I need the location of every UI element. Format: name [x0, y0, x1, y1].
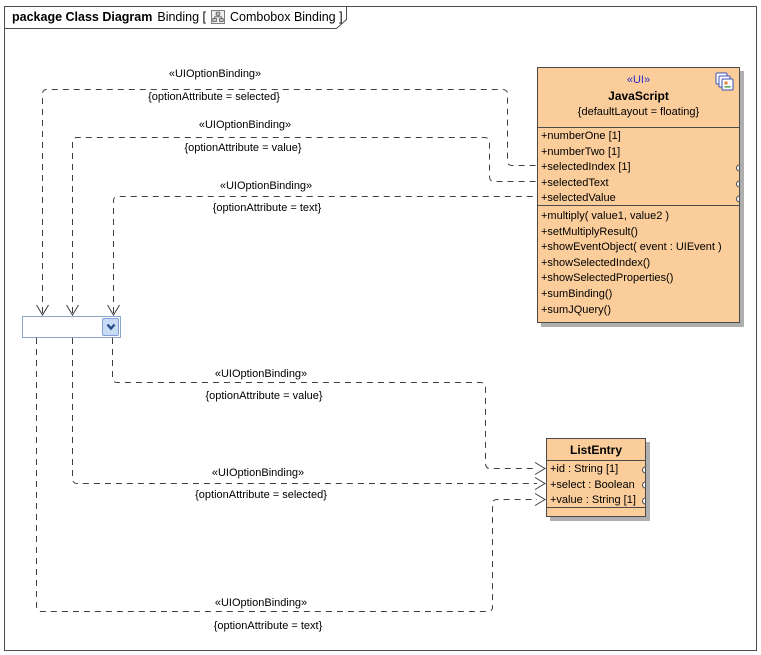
binding-port-icon — [642, 481, 645, 489]
class-listentry-name: ListEntry — [569, 443, 622, 457]
class-javascript-attributes: +numberOne [1] +numberTwo [1] +selectedI… — [538, 128, 739, 206]
connector-1-stereotype[interactable]: «UIOptionBinding» — [168, 68, 262, 80]
class-listentry-empty-compartment — [547, 508, 645, 515]
binding-port-icon — [736, 195, 739, 203]
attribute-row[interactable]: +numberTwo [1] — [541, 145, 621, 158]
chevron-down-icon — [106, 323, 115, 331]
class-javascript-header[interactable]: «UI» JavaScript {defaultLayout = floatin… — [538, 68, 739, 128]
connector-4-constraint[interactable]: {optionAttribute = value} — [205, 390, 323, 402]
operation-row[interactable]: +multiply( value1, value2 ) — [541, 210, 670, 222]
connector-2-stereotype[interactable]: «UIOptionBinding» — [198, 119, 292, 131]
class-javascript[interactable]: «UI» JavaScript {defaultLayout = floatin… — [537, 67, 740, 323]
connector-2-arrowhead-down-icon — [66, 304, 79, 316]
class-javascript-stereotype: «UI» — [626, 74, 651, 86]
attribute-row[interactable]: +value : String [1] — [547, 493, 645, 509]
attribute-row[interactable]: +selectedIndex [1] — [538, 160, 739, 176]
class-javascript-tagged-values: {defaultLayout = floating} — [577, 106, 700, 118]
connector-3-constraint[interactable]: {optionAttribute = text} — [212, 202, 322, 214]
connector-6-constraint[interactable]: {optionAttribute = text} — [213, 620, 323, 632]
diagram-tab-keyword: package Class Diagram — [12, 10, 153, 24]
diagram-tab-title: package Class Diagram Binding [ Combobox… — [12, 9, 343, 25]
operation-row[interactable]: +sumBinding() — [541, 287, 613, 300]
attribute-row[interactable]: +selectedValue — [538, 191, 739, 207]
connector-uioptionbinding-4[interactable] — [112, 338, 538, 469]
connector-5-constraint[interactable]: {optionAttribute = selected} — [195, 489, 327, 501]
copies-stack-icon — [715, 72, 734, 91]
connector-uioptionbinding-2[interactable] — [72, 137, 538, 314]
operation-row[interactable]: +sumJQuery() — [541, 303, 611, 316]
diagram-frame-tab — [4, 6, 347, 29]
connector-6-arrowhead-right-icon — [534, 493, 546, 506]
diagram-tab-name: Combobox Binding ] — [230, 10, 343, 24]
class-diagram-icon — [211, 10, 226, 24]
connector-3-arrowhead-down-icon — [107, 304, 120, 316]
class-javascript-name: JavaScript — [608, 89, 669, 103]
connector-6-stereotype[interactable]: «UIOptionBinding» — [214, 597, 308, 609]
binding-port-icon — [642, 466, 645, 474]
connector-4-arrowhead-right-icon — [534, 462, 546, 475]
attribute-row[interactable]: +selectedText — [538, 176, 739, 192]
attribute-row[interactable]: +select : Boolean — [547, 478, 645, 494]
connector-uioptionbinding-5[interactable] — [72, 338, 538, 484]
operation-row[interactable]: +showSelectedProperties() — [541, 272, 674, 285]
connector-5-arrowhead-right-icon — [534, 477, 546, 490]
binding-port-icon — [736, 164, 739, 172]
binding-port-icon — [642, 497, 645, 505]
connector-uioptionbinding-6[interactable] — [36, 338, 538, 612]
connector-5-stereotype[interactable]: «UIOptionBinding» — [211, 467, 305, 479]
connector-1-arrowhead-down-icon — [36, 304, 49, 316]
operation-row[interactable]: +setMultiplyResult() — [541, 225, 638, 238]
binding-port-icon — [736, 180, 739, 188]
combobox-widget[interactable] — [22, 316, 121, 338]
diagram-frame — [4, 6, 757, 651]
attribute-row[interactable]: +id : String [1] — [547, 462, 645, 478]
operation-row[interactable]: +showSelectedIndex() — [541, 256, 651, 269]
class-listentry-header[interactable]: ListEntry — [547, 439, 645, 461]
diagram-tab-context: Binding [ — [157, 10, 207, 24]
attribute-row[interactable]: +numberOne [1] — [541, 130, 621, 142]
class-listentry-attributes: +id : String [1] +select : Boolean +valu… — [547, 461, 645, 508]
combobox-dropdown-button[interactable] — [102, 318, 119, 336]
connector-3-stereotype[interactable]: «UIOptionBinding» — [219, 180, 313, 192]
connector-1-constraint[interactable]: {optionAttribute = selected} — [148, 91, 280, 103]
connector-2-constraint[interactable]: {optionAttribute = value} — [184, 142, 302, 154]
connector-uioptionbinding-1[interactable] — [42, 89, 538, 314]
class-listentry[interactable]: ListEntry +id : String [1] +select : Boo… — [546, 438, 646, 517]
operation-row[interactable]: +showEventObject( event : UIEvent ) — [541, 241, 722, 254]
class-javascript-operations: +multiply( value1, value2 ) +setMultiply… — [538, 206, 739, 322]
connector-uioptionbinding-3[interactable] — [113, 196, 538, 314]
connector-4-stereotype[interactable]: «UIOptionBinding» — [214, 368, 308, 380]
